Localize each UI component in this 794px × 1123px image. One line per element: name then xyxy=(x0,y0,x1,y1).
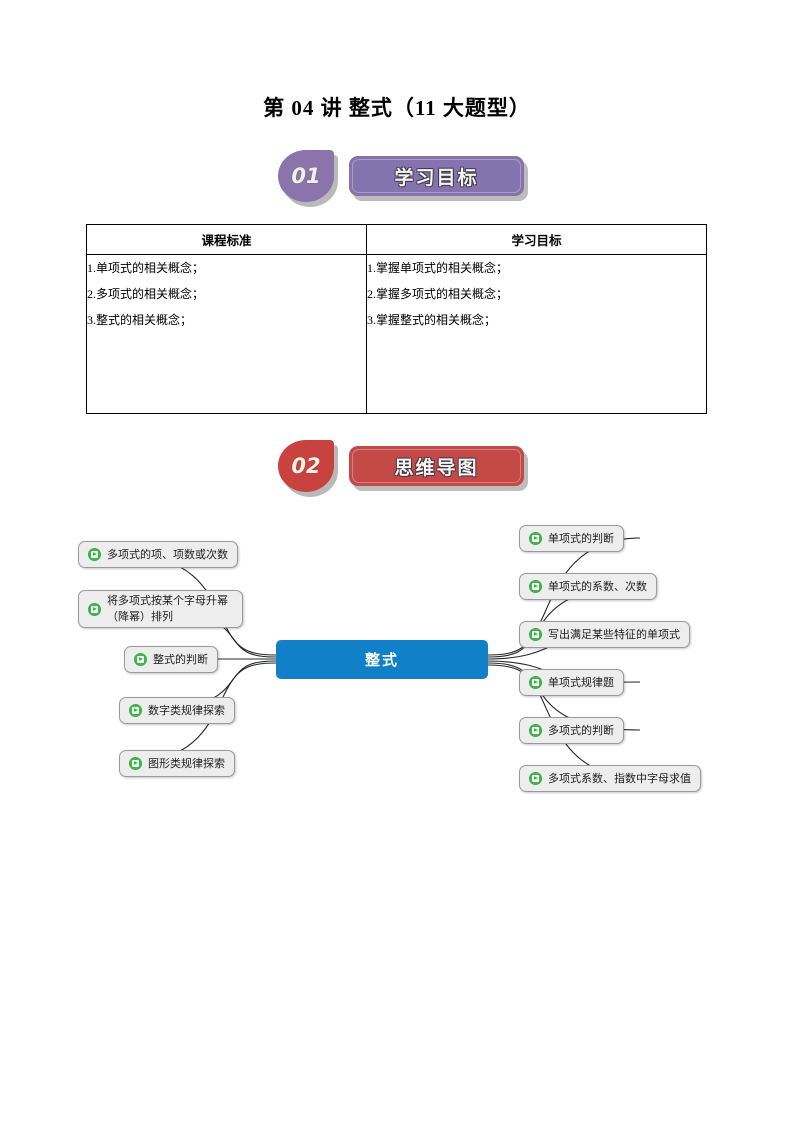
table-cell-goals: 1.掌握单项式的相关概念； 2.掌握多项式的相关概念； 3.掌握整式的相关概念； xyxy=(366,254,707,414)
table-header-row: 课程标准 学习目标 xyxy=(86,224,707,255)
section-banner-label-01: 学习目标 xyxy=(394,166,479,189)
mindmap-node-label: 单项式的系数、次数 xyxy=(548,580,647,593)
play-circle-icon xyxy=(529,724,542,737)
mindmap-node-label: 图形类规律探索 xyxy=(148,757,225,770)
goals-item-1: 1.掌握单项式的相关概念； xyxy=(367,261,509,275)
table-body-row: 1.单项式的相关概念； 2.多项式的相关概念； 3.整式的相关概念； 1.掌握单… xyxy=(86,254,707,414)
play-circle-icon xyxy=(529,532,542,545)
mindmap-node-label: 单项式规律题 xyxy=(548,676,614,689)
banner-inner-border-01 xyxy=(352,159,521,193)
mindmap-node-label: 写出满足某些特征的单项式 xyxy=(548,628,680,641)
standards-item-1: 1.单项式的相关概念； xyxy=(87,261,205,275)
mindmap-node-label: 单项式的判断 xyxy=(548,532,614,545)
mindmap-node-right-4[interactable]: 单项式规律题 xyxy=(519,669,624,696)
goals-item-3: 3.掌握整式的相关概念； xyxy=(367,313,497,327)
mindmap-node-label: 多项式系数、指数中字母求值 xyxy=(548,772,691,785)
mindmap-node-left-4[interactable]: 数字类规律探索 xyxy=(119,697,235,724)
section-header-02: 02 思维导图 xyxy=(278,440,538,500)
mindmap-node-right-1[interactable]: 单项式的判断 xyxy=(519,525,624,552)
mindmap-node-right-6[interactable]: 多项式系数、指数中字母求值 xyxy=(519,765,701,792)
mindmap-node-label: 数字类规律探索 xyxy=(148,704,225,717)
standards-item-2: 2.多项式的相关概念； xyxy=(87,287,205,301)
section-banner-01: 学习目标 xyxy=(349,156,524,196)
table-header-cell-goals: 学习目标 xyxy=(366,224,707,255)
mindmap-node-left-3[interactable]: 整式的判断 xyxy=(124,646,218,673)
mindmap-node-label: 整式的判断 xyxy=(153,653,208,666)
banner-inner-border-02 xyxy=(352,449,521,483)
mindmap: 多项式的项、项数或次数 将多项式按某个字母升幂（降幂）排列 整式的判断 数字类规… xyxy=(0,505,794,815)
section-header-01: 01 学习目标 xyxy=(278,150,538,210)
play-circle-icon xyxy=(529,772,542,785)
play-circle-icon xyxy=(129,704,142,717)
play-circle-icon xyxy=(134,653,147,666)
table-header-cell-standards: 课程标准 xyxy=(86,224,367,255)
mindmap-node-right-5[interactable]: 多项式的判断 xyxy=(519,717,624,744)
mindmap-node-label: 多项式的项、项数或次数 xyxy=(107,548,228,561)
section-number-02: 02 xyxy=(278,440,334,492)
standards-item-3: 3.整式的相关概念； xyxy=(87,313,193,327)
section-banner-02: 思维导图 xyxy=(349,446,524,486)
section-number-01: 01 xyxy=(278,150,334,202)
goals-item-2: 2.掌握多项式的相关概念； xyxy=(367,287,509,301)
play-circle-icon xyxy=(88,602,101,616)
mindmap-center-label: 整式 xyxy=(364,651,399,669)
mindmap-node-left-1[interactable]: 多项式的项、项数或次数 xyxy=(78,541,238,568)
table-cell-standards: 1.单项式的相关概念； 2.多项式的相关概念； 3.整式的相关概念； xyxy=(86,254,367,414)
mindmap-node-right-2[interactable]: 单项式的系数、次数 xyxy=(519,573,657,600)
objectives-table: 课程标准 学习目标 1.单项式的相关概念； 2.多项式的相关概念； 3.整式的相… xyxy=(86,224,707,414)
mindmap-node-left-5[interactable]: 图形类规律探索 xyxy=(119,750,235,777)
mindmap-node-right-3[interactable]: 写出满足某些特征的单项式 xyxy=(519,621,690,648)
play-circle-icon xyxy=(88,548,101,561)
play-circle-icon xyxy=(129,757,142,770)
section-banner-label-02: 思维导图 xyxy=(394,456,479,479)
page-title: 第 04 讲 整式（11 大题型） xyxy=(263,96,531,120)
mindmap-node-label: 多项式的判断 xyxy=(548,724,614,737)
mindmap-node-left-2[interactable]: 将多项式按某个字母升幂（降幂）排列 xyxy=(78,590,243,628)
play-circle-icon xyxy=(529,580,542,593)
play-circle-icon xyxy=(529,628,542,641)
play-circle-icon xyxy=(529,676,542,689)
mindmap-node-label: 将多项式按某个字母升幂（降幂）排列 xyxy=(107,594,228,623)
mindmap-center-node[interactable]: 整式 xyxy=(276,640,488,679)
